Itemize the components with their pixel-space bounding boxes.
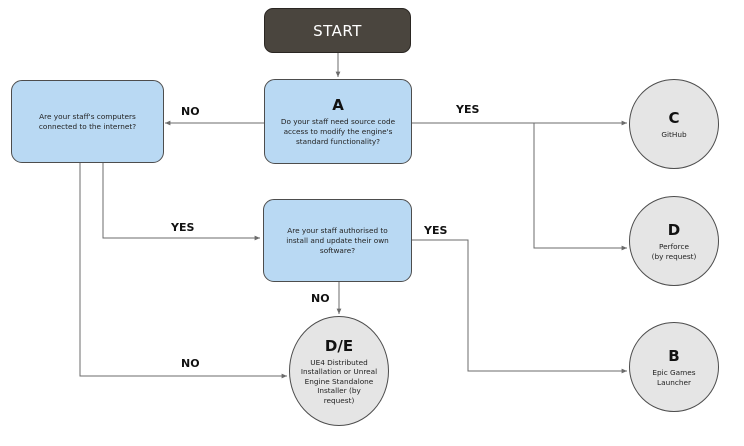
result-d-perforce: D Perforce (by request)	[629, 196, 719, 286]
decision-install: Are your staff authorised to install and…	[263, 199, 412, 282]
decision-a-source-code: A Do your staff need source code access …	[264, 79, 412, 164]
result-d-id: D	[667, 221, 681, 239]
result-de-installer: D/E UE4 Distributed Installation or Unre…	[289, 316, 389, 426]
edge-install-yes-to-b	[412, 239, 627, 374]
edge-label-a-yes: YES	[456, 103, 480, 116]
decision-a-id: A	[332, 96, 344, 114]
decision-internet-text: Are your staff's computers connected to …	[38, 111, 137, 131]
edge-label-install-no: NO	[311, 292, 330, 305]
decision-install-text: Are your staff authorised to install and…	[286, 225, 389, 255]
edge-label-a-no: NO	[181, 105, 200, 118]
result-c-github: C GitHub	[629, 79, 719, 169]
edge-label-internet-yes: YES	[171, 221, 195, 234]
edge-internet-yes-to-install	[102, 163, 260, 241]
result-c-id: C	[668, 108, 680, 127]
edge-label-install-yes: YES	[424, 224, 448, 237]
decision-a-text: Do your staff need source code access to…	[280, 117, 396, 146]
start-node: START	[264, 8, 411, 53]
decision-internet: Are your staff's computers connected to …	[11, 80, 164, 163]
result-b-text: Epic Games Launcher	[652, 368, 696, 387]
edge-internet-no-to-de	[79, 163, 287, 379]
result-b-launcher: B Epic Games Launcher	[629, 322, 719, 412]
start-label: START	[313, 21, 362, 40]
result-de-id: D/E	[324, 336, 354, 355]
edge-label-internet-no: NO	[181, 357, 200, 370]
result-de-text: UE4 Distributed Installation or Unreal E…	[300, 357, 378, 405]
result-c-text: GitHub	[661, 129, 687, 139]
result-b-id: B	[668, 347, 680, 365]
result-d-text: Perforce (by request)	[651, 242, 697, 261]
edge-a-yes-to-d	[533, 123, 627, 251]
